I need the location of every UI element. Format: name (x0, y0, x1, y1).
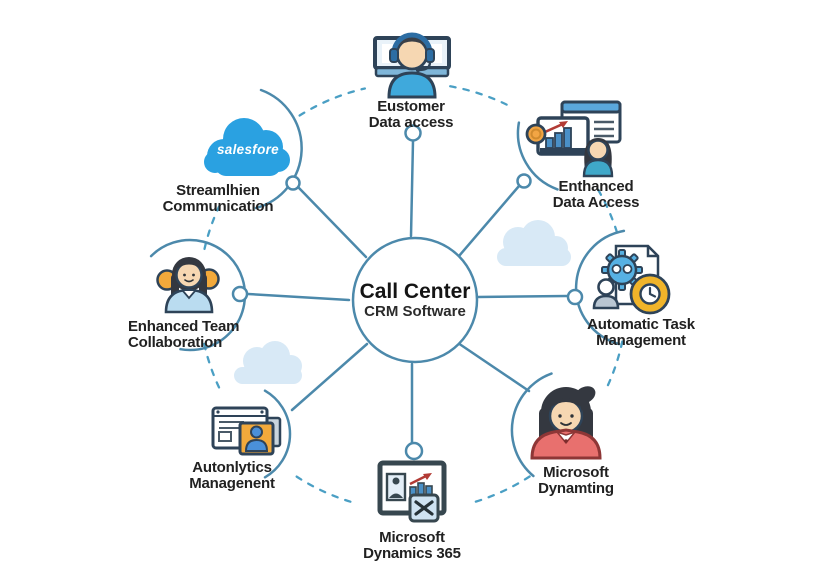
label-microsoft-dynamics-365: Microsoft Dynamics 365 (363, 529, 461, 562)
connector-dots (231, 124, 584, 461)
node-arcs (149, 88, 626, 479)
hub-spokes (246, 139, 569, 445)
support-agent-icon (373, 32, 451, 99)
hub-title-line1: Call Center (359, 280, 471, 303)
team-member-icon (156, 257, 220, 314)
hub-title: Call Center CRM Software (359, 280, 471, 321)
salesforce-logo-text: salesfore (217, 142, 279, 157)
cloud-decoration-right (497, 220, 571, 266)
hub-title-line2: CRM Software (364, 303, 466, 320)
label-autonlytics-management: Autonlytics Managenent (189, 459, 275, 492)
salesforce-cloud-icon: salesfore (204, 118, 290, 176)
label-customer-data-access: Eustomer Data access (368, 98, 454, 131)
woman-avatar-icon (530, 386, 602, 460)
label-enhanced-team-collaboration: Enhanced Team Collaboration (128, 318, 240, 351)
dynamics-screen-icon (377, 460, 447, 523)
label-enhanced-data-access: Enthanced Data Access (552, 178, 640, 211)
analytics-dashboard-icon (525, 100, 622, 178)
dashed-ring (202, 85, 624, 503)
contact-card-icon (211, 406, 282, 456)
cloud-decoration-left (234, 341, 302, 384)
label-streamlined-communication: Streamlhien Communication (162, 182, 274, 215)
label-automatic-task-management: Automatic Task Management (587, 316, 695, 349)
gear-clock-icon (592, 244, 671, 315)
hub-circle (351, 236, 479, 364)
label-microsoft-dynamting: Microsoft Dynamting (538, 464, 614, 497)
